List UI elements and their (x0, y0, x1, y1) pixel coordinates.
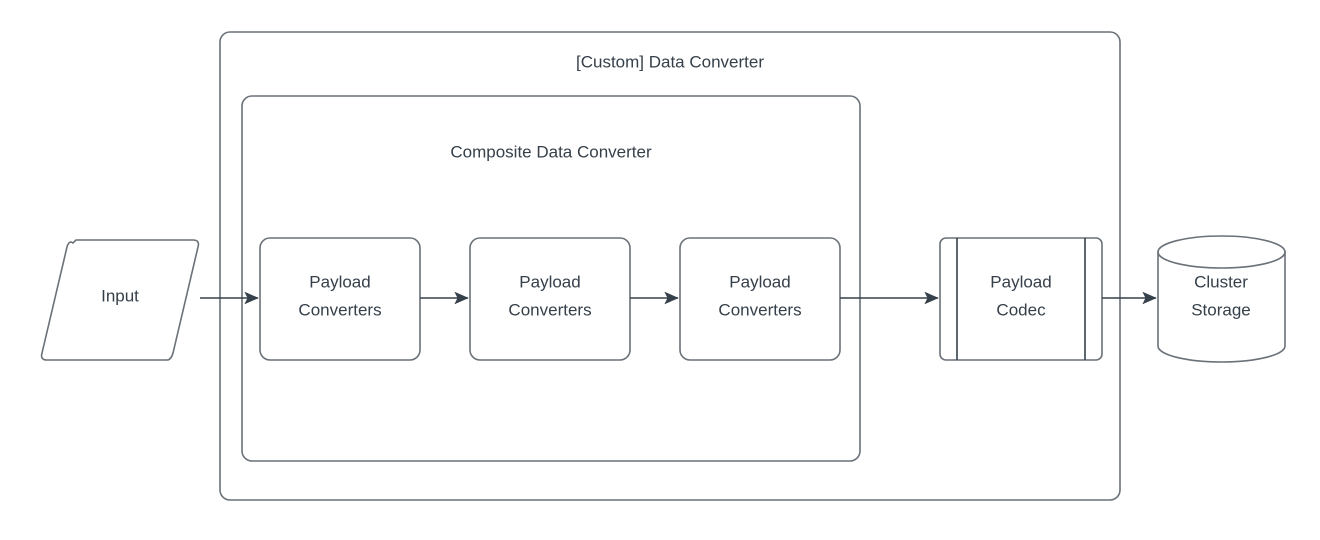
node-payload-converters-2-shape (469, 237, 631, 361)
node-payload-converters-3-label-line2: Converters (718, 300, 801, 319)
node-payload-converters-3[interactable]: Payload Converters (679, 237, 841, 361)
node-cluster-storage-label-line2: Storage (1191, 300, 1251, 319)
node-payload-codec-label-line2: Codec (996, 300, 1046, 319)
container-composite-data-converter-border (241, 95, 861, 462)
node-payload-converters-2-label-line2: Converters (508, 300, 591, 319)
node-input-shape (40, 239, 200, 361)
node-payload-converters-2-label-line1: Payload (519, 272, 580, 291)
node-input[interactable]: Input (40, 239, 200, 361)
node-cluster-storage-body (1157, 251, 1286, 363)
node-payload-converters-1[interactable]: Payload Converters (259, 237, 421, 361)
container-custom-data-converter[interactable]: [Custom] Data Converter (219, 31, 1121, 501)
node-cluster-storage-label-line1: Cluster (1194, 272, 1248, 291)
node-payload-codec-shape (939, 237, 1103, 361)
node-input-label: Input (101, 286, 139, 305)
node-payload-converters-1-shape (259, 237, 421, 361)
container-custom-data-converter-border (219, 31, 1121, 501)
node-payload-converters-3-label-line1: Payload (729, 272, 790, 291)
node-payload-converters-2[interactable]: Payload Converters (469, 237, 631, 361)
node-payload-converters-3-shape (679, 237, 841, 361)
node-cluster-storage[interactable]: Cluster Storage (1157, 235, 1286, 363)
node-payload-converters-1-label-line1: Payload (309, 272, 370, 291)
container-custom-data-converter-label: [Custom] Data Converter (576, 52, 764, 71)
container-composite-data-converter-label: Composite Data Converter (450, 142, 652, 161)
node-cluster-storage-top-ellipse (1157, 235, 1286, 269)
node-payload-converters-1-label-line2: Converters (298, 300, 381, 319)
container-composite-data-converter[interactable]: Composite Data Converter (241, 95, 861, 462)
node-payload-codec[interactable]: Payload Codec (939, 237, 1103, 361)
node-payload-codec-label-line1: Payload (990, 272, 1051, 291)
